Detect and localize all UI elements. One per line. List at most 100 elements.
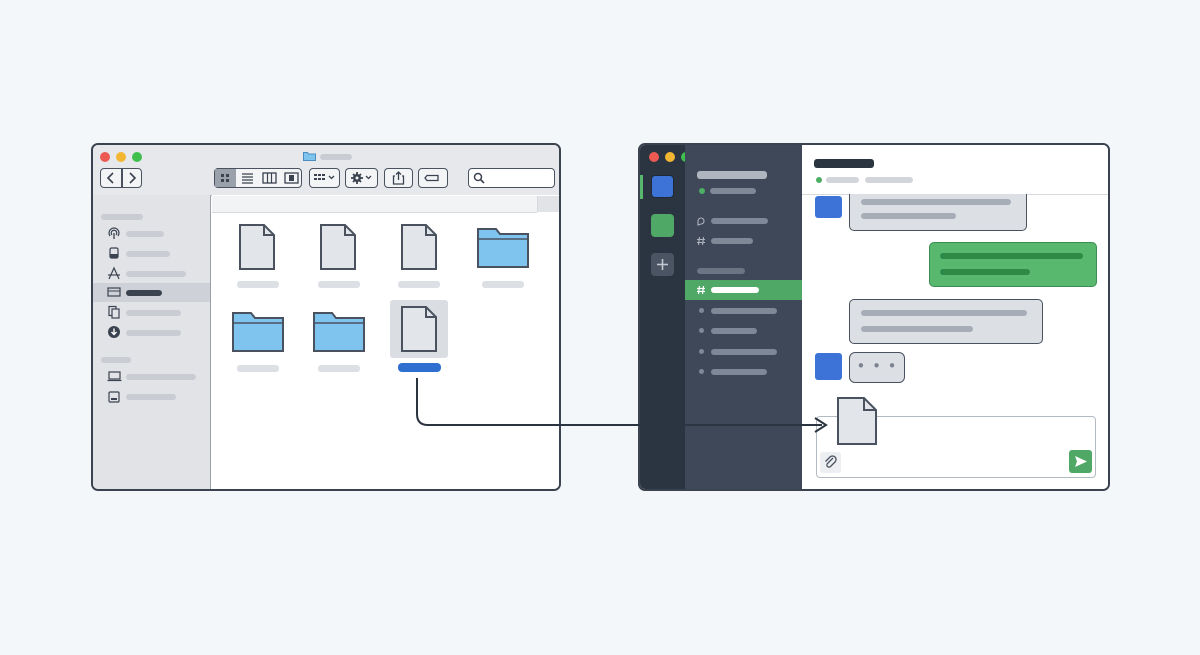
column-header-strip <box>212 196 537 213</box>
sidebar-channel-item[interactable] <box>711 349 777 355</box>
presence-dot <box>816 177 822 183</box>
message-line <box>861 213 956 219</box>
sidebar-channel-item[interactable] <box>711 369 767 375</box>
sidebar-section-header-locations <box>101 357 131 363</box>
minimize-window-button[interactable] <box>665 152 675 162</box>
sidebar-item-threads[interactable] <box>711 218 768 224</box>
chevron-right-icon[interactable] <box>122 169 142 187</box>
scrollbar[interactable] <box>537 196 559 212</box>
sidebar-channel-item[interactable] <box>711 308 777 314</box>
channel-dot <box>699 328 704 333</box>
column-view-icon[interactable] <box>259 169 280 187</box>
chevron-left-icon[interactable] <box>101 169 121 187</box>
channel-dot <box>699 308 704 313</box>
sidebar-item-documents[interactable] <box>126 310 181 316</box>
channel-topic <box>865 177 913 183</box>
message-line <box>940 269 1030 275</box>
file-icon[interactable] <box>319 223 357 271</box>
file-name-1 <box>237 281 279 288</box>
channel-dot <box>699 349 704 354</box>
search-input[interactable] <box>468 168 555 188</box>
dragged-file-icon[interactable] <box>836 396 878 446</box>
avatar[interactable] <box>815 353 842 380</box>
user-name <box>710 188 756 194</box>
applications-icon <box>107 266 121 280</box>
message-line <box>861 326 973 332</box>
sidebar-item-channel-top[interactable] <box>711 238 753 244</box>
airdrop-icon <box>107 226 121 240</box>
sidebar-item-airdrop[interactable] <box>126 231 164 237</box>
sidebar-item-location-2[interactable] <box>126 394 176 400</box>
search-icon <box>472 171 486 185</box>
workspace-rail <box>640 145 685 489</box>
window-title-folder-icon <box>303 151 316 161</box>
sidebar-item-location-1[interactable] <box>126 374 196 380</box>
message-line <box>861 310 1027 316</box>
folder-name-3 <box>318 365 360 372</box>
hash-icon <box>696 285 706 295</box>
gear-icon <box>347 169 377 187</box>
workspace-1[interactable] <box>651 175 674 198</box>
sidebar-section-header-channels <box>697 268 745 274</box>
workspace-2[interactable] <box>651 214 674 237</box>
typing-dots: • • • <box>856 357 898 375</box>
view-mode-control <box>214 168 302 188</box>
channel-member-info <box>826 177 859 183</box>
gallery-view-icon[interactable] <box>281 169 302 187</box>
file-name-3 <box>398 281 440 288</box>
share-icon <box>384 169 413 187</box>
finder-window <box>91 143 561 491</box>
message-line <box>861 199 1011 205</box>
send-icon[interactable] <box>1069 450 1092 473</box>
threads-icon <box>696 216 706 226</box>
group-by-icon <box>311 169 339 187</box>
grid-view-icon[interactable] <box>215 169 236 187</box>
file-icon[interactable] <box>238 223 276 271</box>
finder-sidebar <box>93 195 211 489</box>
channel-sidebar <box>685 145 802 489</box>
sidebar-item-applications[interactable] <box>126 271 186 277</box>
presence-dot <box>699 188 705 194</box>
disk-icon <box>107 390 121 404</box>
message-line <box>940 253 1083 259</box>
tag-button[interactable] <box>418 168 448 188</box>
channel-title <box>814 159 874 168</box>
file-icon[interactable] <box>400 223 438 271</box>
workspace-name <box>697 171 767 179</box>
close-window-button[interactable] <box>649 152 659 162</box>
workspace-active-indicator <box>640 175 643 199</box>
sidebar-channel-item[interactable] <box>711 328 757 334</box>
message-bubble <box>849 299 1043 344</box>
tag-icon <box>418 169 448 187</box>
plus-icon[interactable] <box>651 253 674 276</box>
avatar[interactable] <box>815 196 842 218</box>
selected-file-icon[interactable] <box>400 305 438 353</box>
close-window-button[interactable] <box>100 152 110 162</box>
hash-icon <box>696 236 706 246</box>
list-view-icon[interactable] <box>237 169 258 187</box>
folder-icon[interactable] <box>231 309 285 353</box>
documents-icon <box>107 305 121 319</box>
channel-active-label <box>711 287 759 293</box>
sidebar-section-header-favorites <box>101 214 143 220</box>
own-message-bubble <box>929 242 1097 287</box>
paperclip-icon[interactable] <box>820 452 841 473</box>
recents-icon <box>107 246 121 260</box>
folder-icon[interactable] <box>476 225 530 269</box>
folder-icon[interactable] <box>312 309 366 353</box>
desktop-icon <box>107 286 121 299</box>
laptop-icon <box>107 370 122 382</box>
downloads-icon <box>107 325 121 339</box>
typing-indicator-bubble: • • • <box>849 352 905 383</box>
minimize-window-button[interactable] <box>116 152 126 162</box>
channel-dot <box>699 369 704 374</box>
selected-file-name <box>398 363 441 372</box>
window-title-placeholder <box>320 154 352 160</box>
sidebar-item-recents[interactable] <box>126 251 170 257</box>
folder-name-2 <box>237 365 279 372</box>
sidebar-item-downloads[interactable] <box>126 330 181 336</box>
folder-name-1 <box>482 281 524 288</box>
sidebar-item-desktop <box>126 290 162 296</box>
zoom-window-button[interactable] <box>132 152 142 162</box>
